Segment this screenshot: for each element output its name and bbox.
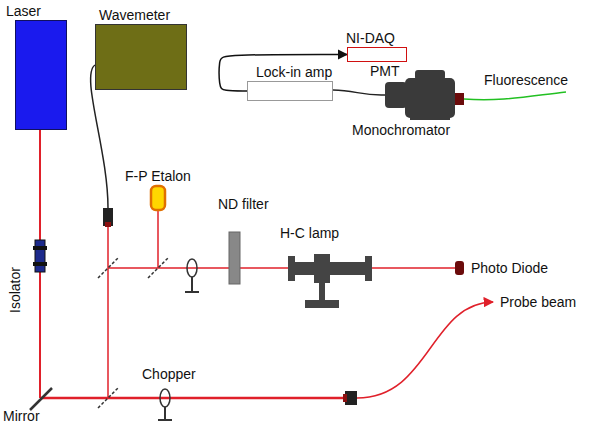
box-heading: Lock-in amp [256, 64, 332, 80]
daq-box: NI-DAQ [347, 47, 407, 62]
part-label: ND filter [218, 196, 269, 212]
part-label: Chopper [142, 366, 196, 382]
photo-diode [455, 261, 464, 275]
part-label: Mirror [3, 408, 40, 424]
part-label: Monochromator [352, 122, 450, 138]
hollow-cathode-lamp [288, 254, 372, 308]
part-label: Fluorescence [484, 72, 568, 88]
box-heading: Wavemeter [99, 7, 170, 23]
etalon-symbol [151, 186, 165, 210]
beam-splitter [148, 258, 168, 278]
laser-box: Laser [15, 20, 67, 130]
pickoff-beam [107, 226, 109, 398]
fluorescence-fiber [464, 92, 566, 100]
part-label: F-P Etalon [125, 168, 191, 184]
part-label: PMT [370, 63, 400, 79]
etalon-beam [157, 210, 159, 268]
box-heading: NI-DAQ [346, 30, 395, 46]
beam-splitter [98, 258, 118, 278]
signal-cable [333, 90, 385, 95]
fiber-coupler [103, 208, 113, 227]
probe-fiber [357, 302, 493, 398]
beam-splitter [98, 388, 118, 408]
part-label: H-C lamp [280, 225, 339, 241]
fiber-coupler [343, 391, 357, 405]
isolator-symbol [33, 240, 47, 272]
reference-beam [108, 267, 455, 269]
main-beam [40, 397, 346, 400]
mirror-symbol [30, 388, 52, 410]
lockin-box: Lock-in amp [247, 81, 333, 101]
part-label: Isolator [7, 267, 23, 313]
chopper-symbol [185, 259, 199, 292]
chopper-symbol [158, 389, 172, 420]
box-heading: Laser [6, 3, 41, 19]
part-label: Probe beam [500, 294, 576, 310]
nd-filter [229, 232, 240, 284]
part-label: Photo Diode [471, 260, 548, 276]
wavemeter-box: Wavemeter [95, 24, 187, 90]
